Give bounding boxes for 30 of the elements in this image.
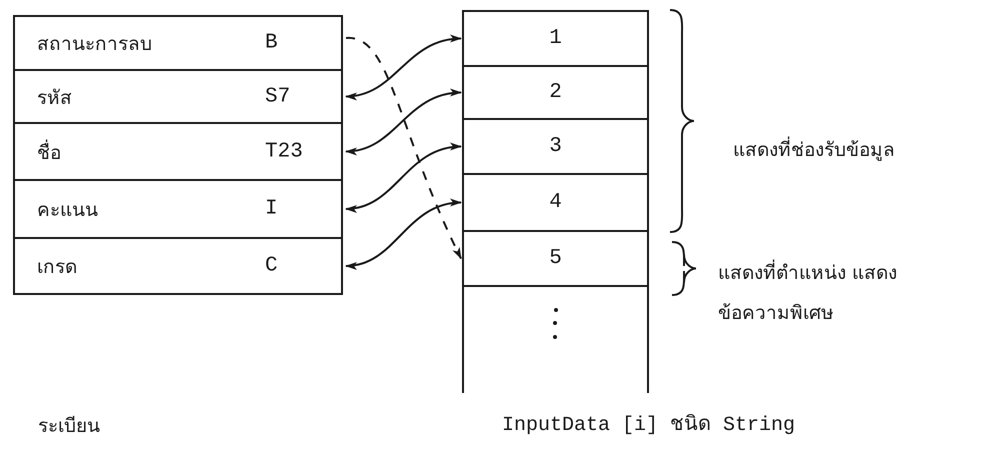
caption-text: ระเบียน bbox=[38, 414, 101, 439]
record-field-row bbox=[13, 237, 343, 295]
annotation-text: แสดงที่ช่องรับข้อมูล bbox=[733, 134, 973, 166]
caption-text: InputData [i] ชนิด String bbox=[502, 413, 796, 439]
field-type: B bbox=[265, 32, 278, 54]
open-array-cell bbox=[462, 285, 649, 393]
field-name: คะแนน bbox=[37, 198, 98, 223]
field-name: เกรด bbox=[37, 255, 77, 280]
arrow bbox=[345, 90, 462, 154]
record-field-row bbox=[13, 69, 343, 124]
field-type: T23 bbox=[265, 140, 303, 163]
arrow bbox=[346, 37, 462, 260]
field-type: S7 bbox=[265, 85, 290, 108]
array-cell: 3 bbox=[462, 118, 649, 175]
field-type: I bbox=[265, 198, 278, 220]
array-cell: 2 bbox=[462, 65, 649, 120]
arrow bbox=[345, 144, 462, 212]
array-cell: 1 bbox=[462, 10, 649, 67]
field-name: สถานะการลบ bbox=[37, 32, 152, 57]
field-name: รหัส bbox=[37, 86, 72, 110]
array-cell: 5 bbox=[462, 230, 649, 287]
field-type: C bbox=[265, 254, 278, 278]
arrow bbox=[345, 200, 462, 269]
record-field-row bbox=[13, 179, 343, 239]
record-field-row bbox=[13, 15, 343, 71]
field-name: ชื่อ bbox=[37, 138, 61, 166]
record-field-row bbox=[13, 122, 343, 181]
array-cell: 4 bbox=[462, 173, 649, 232]
arrow bbox=[345, 36, 462, 100]
annotation-text: แสดงที่ตำแหน่ง แสดงข้อความพิเศษ bbox=[718, 253, 908, 333]
